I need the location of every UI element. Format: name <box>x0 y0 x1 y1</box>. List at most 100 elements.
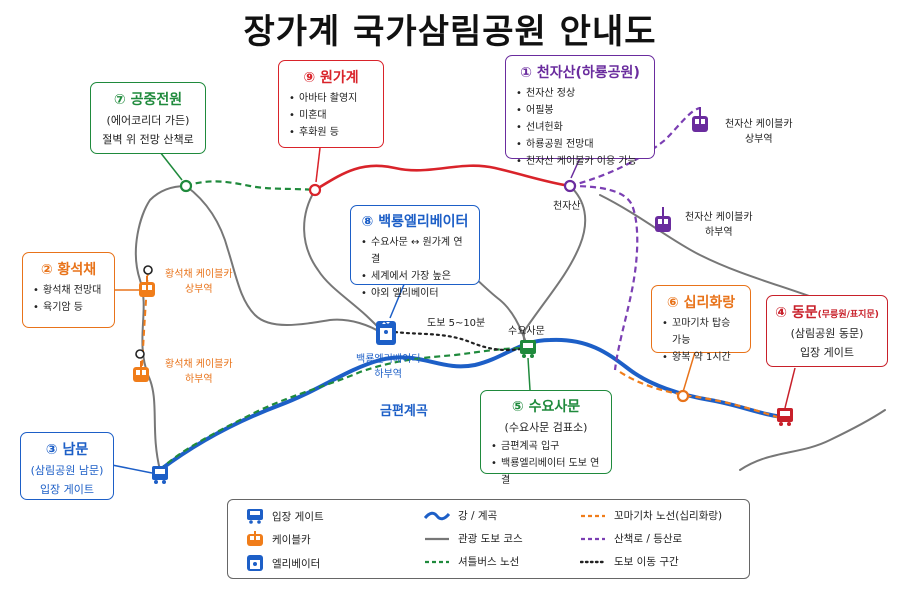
suyosamun-sub: (수요사문 검표소) <box>504 421 588 434</box>
wongagye-header: ⑨ 원가계 <box>303 70 359 86</box>
shuttle-top <box>185 180 316 192</box>
gongjung-sub: (에어코리더 가든) <box>106 114 190 127</box>
box-suyosamun: ⑤ 수요사문 (수요사문 검표소) 금편계곡 입구 백룡엘리베이터 도보 연결 <box>480 390 612 486</box>
legend-item-cablecar: 케이블카 <box>246 531 311 547</box>
label-hwang-cable-lower: 황석채 케이블카 하부역 <box>165 359 233 385</box>
legend-label: 셔틀버스 노선 <box>458 556 520 568</box>
legend-label: 도보 이동 구간 <box>614 556 679 568</box>
cablecar-icon-cheonjasan-upper <box>692 107 708 132</box>
baekryong-item: 야외 엘리베이터 <box>361 285 471 302</box>
cheonjasan-item: 선녀헌화 <box>516 119 646 136</box>
callout-dongmun <box>784 367 796 409</box>
namun-header: ③ 남문 <box>45 442 89 458</box>
namun-line: 입장 게이트 <box>39 483 95 496</box>
legend-item-shuttle: 셔틀버스 노선 <box>424 554 519 569</box>
train-line-icon <box>581 514 605 517</box>
baekryong-item: 세계에서 가장 높은 <box>361 268 471 285</box>
walk-line-icon <box>580 560 606 563</box>
dongmun-header: ④ 동문(무릉원/표지문) <box>767 302 887 322</box>
gate-icon-suyosamun <box>520 340 536 358</box>
baekryong-header: ⑧ 백룡엘리베이터 <box>361 214 469 230</box>
legend-label: 강 / 계곡 <box>458 510 498 522</box>
dongmun-line: 입장 게이트 <box>799 346 855 359</box>
sipri-item: 꼬마기차 탑승 가능 <box>662 315 742 349</box>
label-cheonjasan-cable-upper: 천자산 케이블카 상부역 <box>725 119 793 145</box>
label-hwang-cable-upper: 황석채 케이블카 상부역 <box>165 269 233 295</box>
dongmun-header-main: ④ 동문 <box>775 305 818 321</box>
shuttle-line-icon <box>425 560 449 563</box>
baekryong-item: 수요사문 ↔ 원가계 연결 <box>361 234 471 268</box>
sipri-header: ⑥ 십리화랑 <box>666 295 736 311</box>
trail-east-lower <box>739 409 886 471</box>
legend-label: 케이블카 <box>272 533 311 546</box>
river-geumpyeon <box>158 337 792 472</box>
gongjung-header: ⑦ 공중전원 <box>113 92 183 108</box>
node-sipri <box>676 389 690 403</box>
trail-line-icon <box>425 537 449 540</box>
box-baekryong: ⑧ 백룡엘리베이터 수요사문 ↔ 원가계 연결 세계에서 가장 높은 야외 엘리… <box>350 205 480 302</box>
cablecar-icon <box>247 531 263 546</box>
node-hwang-upper <box>143 265 153 275</box>
suyosamun-header: ⑤ 수요사문 <box>511 399 581 415</box>
cheonjasan-item: 어필봉 <box>516 102 646 119</box>
cheonjasan-item: 천자산 케이블카 이용 가능 <box>516 153 646 170</box>
node-cheonjasan <box>563 179 577 193</box>
gate-icon <box>247 509 263 524</box>
gate-icon-dongmun <box>777 408 793 426</box>
label-river-name: 금편계곡 <box>380 404 428 419</box>
sipri-item: 왕복 약 1시간 <box>662 349 742 366</box>
box-wongagye: ⑨ 원가계 아바타 촬영지 미혼대 후화원 등 <box>278 60 384 148</box>
hwang-header: ② 황석채 <box>40 262 97 278</box>
legend-item-trail: 관광 도보 코스 <box>424 531 523 546</box>
legend-item-river: 강 / 계곡 <box>424 508 497 523</box>
callout-gongjung <box>159 151 183 181</box>
callout-wongagye <box>315 147 321 183</box>
legend: 입장 게이트 케이블카 엘리베이터 강 / 계곡 관광 도보 코스 셔틀버스 노… <box>227 499 750 579</box>
legend-label: 산책로 / 등산로 <box>614 533 683 545</box>
box-gongjung: ⑦ 공중전원 (에어코리더 가든) 절벽 위 전망 산책로 <box>90 82 206 154</box>
label-cheonjasan-peak: 천자산 <box>553 201 581 212</box>
cablecar-icon-hwang-lower <box>133 361 149 382</box>
label-walk-time: 도보 5~10분 <box>427 318 486 329</box>
legend-label: 입장 게이트 <box>272 510 324 523</box>
cheonjasan-item: 천자산 정상 <box>516 85 646 102</box>
callout-suyosamun <box>527 357 531 391</box>
cablecar-icon-cheonjasan-lower <box>655 207 671 232</box>
node-gongjung <box>179 179 193 193</box>
elevator-icon-map <box>376 321 396 345</box>
node-hwang-lower <box>135 349 145 359</box>
namun-sub: (삼림공원 남문) <box>30 464 104 477</box>
wongagye-route <box>314 164 571 192</box>
box-sipri: ⑥ 십리화랑 꼬마기차 탑승 가능 왕복 약 1시간 <box>651 285 751 366</box>
label-cheonjasan-cable-lower: 천자산 케이블카 하부역 <box>685 212 753 238</box>
stair-route-lower <box>569 184 639 371</box>
label-elevator-lower: 백룡엘리베이터 하부역 <box>356 354 421 380</box>
suyosamun-item: 백룡엘리베이터 도보 연결 <box>491 455 603 489</box>
gate-icon-namun <box>152 466 168 484</box>
node-wongagye <box>308 183 322 197</box>
dongmun-sub: (삼림공원 동문) <box>790 327 864 340</box>
elevator-icon <box>247 555 263 571</box>
legend-item-stair: 산책로 / 등산로 <box>580 531 682 546</box>
gongjung-line: 절벽 위 전망 산책로 <box>102 133 194 146</box>
legend-label: 관광 도보 코스 <box>458 533 523 545</box>
suyosamun-item: 금편계곡 입구 <box>491 438 603 455</box>
cheonjasan-header: ① 천자산(하룡공원) <box>520 65 640 81</box>
hwang-item: 황석채 전망대 <box>33 282 106 299</box>
box-cheonjasan: ① 천자산(하룡공원) 천자산 정상 어필봉 선녀헌화 하룡공원 전망대 천자산… <box>505 55 655 170</box>
box-dongmun: ④ 동문(무릉원/표지문) (삼림공원 동문) 입장 게이트 <box>766 295 888 367</box>
wongagye-item: 후화원 등 <box>289 124 375 141</box>
trail-wongagye-down <box>303 189 386 336</box>
wongagye-item: 미혼대 <box>289 107 375 124</box>
legend-item-gate: 입장 게이트 <box>246 508 324 524</box>
callout-namun <box>111 464 153 474</box>
train-route-sipri <box>619 371 781 420</box>
box-hwangseokchae: ② 황석채 황석채 전망대 육기암 등 <box>22 252 115 328</box>
stair-line-icon <box>581 537 605 540</box>
legend-label: 엘리베이터 <box>272 557 321 570</box>
hwang-item: 육기암 등 <box>33 299 106 316</box>
wongagye-item: 아바타 촬영지 <box>289 90 375 107</box>
dongmun-header-small: (무릉원/표지문) <box>817 310 879 320</box>
legend-item-train: 꼬마기차 노선(십리화랑) <box>580 508 722 523</box>
